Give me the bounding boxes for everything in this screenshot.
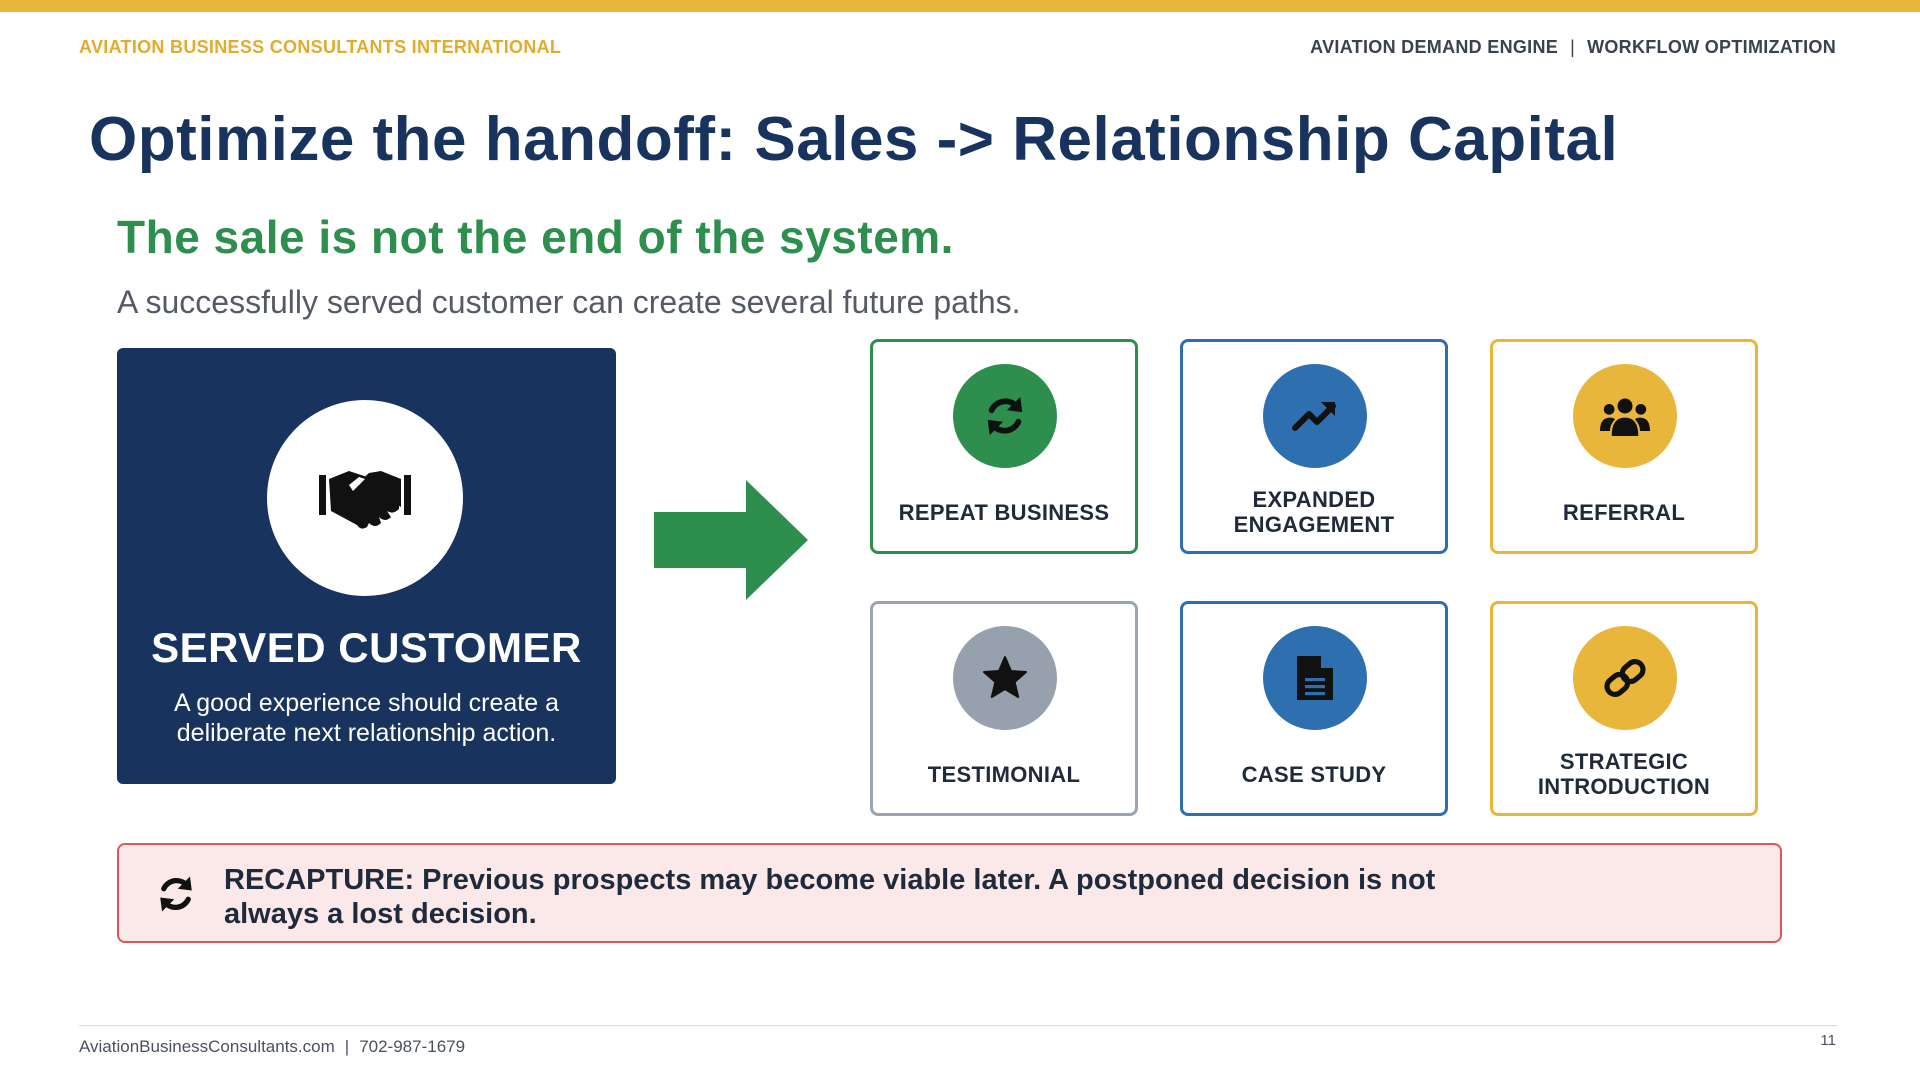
icon-badge [1263, 364, 1367, 468]
trend-up-icon [1292, 402, 1336, 431]
recapture-callout: RECAPTURE: Previous prospects may become… [117, 843, 1782, 943]
top-accent-bar [0, 0, 1920, 12]
footer-website: AviationBusinessConsultants.com [79, 1037, 335, 1056]
path-tile-strategic-introduction: STRATEGIC INTRODUCTION [1490, 601, 1758, 816]
customer-description: A good experience should create a delibe… [174, 689, 559, 747]
recapture-text: RECAPTURE: Previous prospects may become… [224, 864, 1436, 930]
icon-badge [1573, 626, 1677, 730]
page-number: 11 [1820, 1032, 1836, 1049]
footer-phone: 702-987-1679 [359, 1037, 466, 1056]
brand-name: AVIATION BUSINESS CONSULTANTS INTERNATIO… [79, 37, 562, 57]
path-label: CASE STUDY [1241, 761, 1387, 787]
customer-icon-circle [267, 400, 463, 596]
footer-contact: AviationBusinessConsultants.com | 702-98… [79, 1037, 465, 1057]
arrow-right-icon [654, 480, 808, 600]
link-icon [1604, 659, 1646, 697]
slide-subtitle: The sale is not the end of the system. [117, 211, 954, 263]
icon-badge [1573, 364, 1677, 468]
slide-lead: A successfully served customer can creat… [117, 284, 1021, 320]
slide-title: Optimize the handoff: Sales -> Relations… [89, 105, 1619, 174]
document-icon [1297, 656, 1333, 700]
breadcrumb-separator: | [1570, 37, 1576, 57]
icon-badge [953, 626, 1057, 730]
footer-divider [79, 1025, 1837, 1026]
path-label: REPEAT BUSINESS [898, 499, 1110, 525]
path-label: TESTIMONIAL [927, 761, 1081, 787]
path-tile-repeat-business: REPEAT BUSINESS [870, 339, 1138, 554]
path-label: REFERRAL [1562, 499, 1686, 525]
handshake-icon [319, 471, 411, 529]
customer-title: SERVED CUSTOMER [151, 624, 582, 671]
people-group-icon [1600, 398, 1650, 436]
section-breadcrumb: AVIATION DEMAND ENGINE | WORKFLOW OPTIMI… [1310, 37, 1836, 58]
icon-badge [953, 364, 1057, 468]
refresh-icon [987, 396, 1023, 436]
section-right: WORKFLOW OPTIMIZATION [1587, 37, 1836, 57]
path-tile-referral: REFERRAL [1490, 339, 1758, 554]
path-label: EXPANDED ENGAGEMENT [1233, 487, 1395, 537]
path-tile-testimonial: TESTIMONIAL [870, 601, 1138, 816]
footer-separator: | [344, 1037, 350, 1056]
path-tile-expanded-engagement: EXPANDED ENGAGEMENT [1180, 339, 1448, 554]
star-icon [983, 656, 1027, 698]
path-tile-case-study: CASE STUDY [1180, 601, 1448, 816]
path-label: STRATEGIC INTRODUCTION [1537, 749, 1711, 799]
section-left: AVIATION DEMAND ENGINE [1310, 37, 1559, 57]
served-customer-card: SERVED CUSTOMER A good experience should… [117, 348, 616, 784]
refresh-icon [160, 876, 192, 912]
icon-badge [1263, 626, 1367, 730]
